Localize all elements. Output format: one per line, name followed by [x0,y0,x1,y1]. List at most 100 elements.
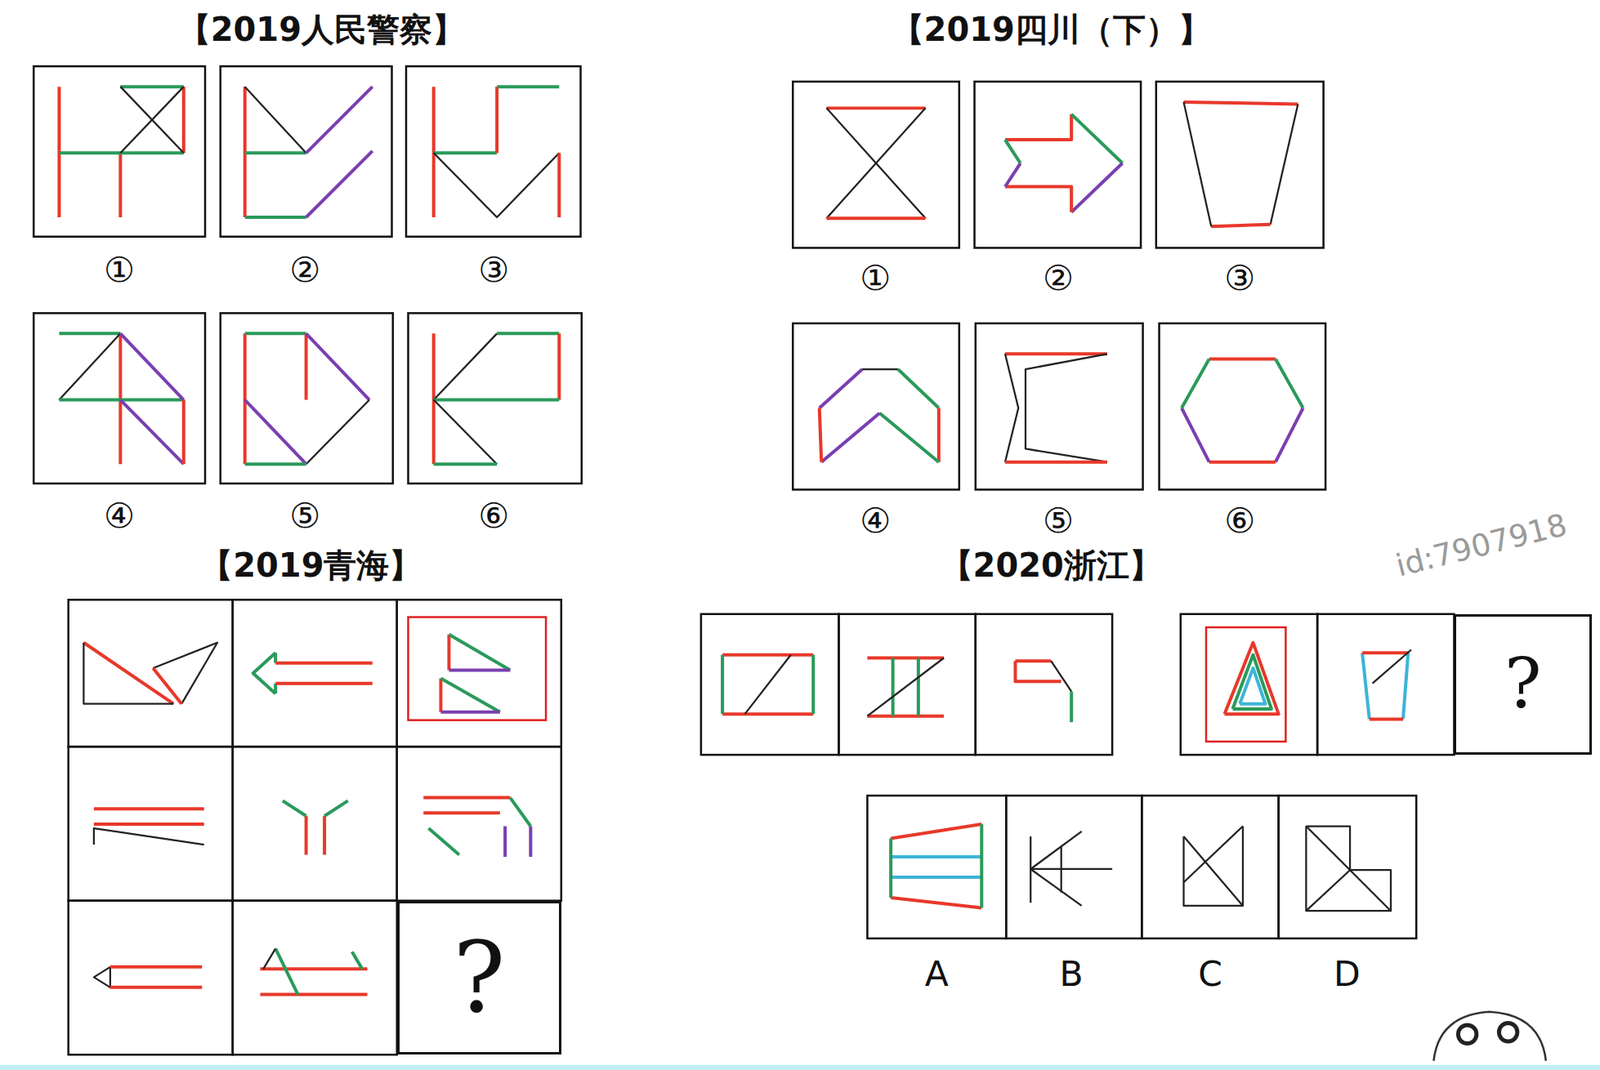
figure-stroke [93,807,205,811]
figure-stroke [889,839,893,899]
section-title: 【2019人民警察】 [178,13,465,47]
figure-stroke [275,682,373,686]
panel-frame [1005,795,1142,939]
figure-stroke [1030,868,1113,871]
figure-stroke [433,152,560,218]
figure-stroke [423,811,501,815]
figure-stroke [557,152,561,218]
mascot-eye [1498,1023,1517,1042]
figure-stroke [182,86,186,153]
figure-stroke [245,400,307,465]
panel-frame [33,66,206,237]
figure-stroke [1372,649,1412,684]
figure-stroke [495,86,499,153]
figure-stroke [1050,661,1072,692]
figure-stroke [811,655,815,715]
panel-frame [68,599,233,747]
figure-stroke [438,678,443,712]
option-label: ⑤ [1042,504,1074,539]
figure-stroke [1362,651,1408,655]
figure-stroke [916,657,921,716]
figure-stroke [1305,826,1391,912]
question-mark: ? [1504,649,1542,720]
figure-stroke [275,948,298,995]
figure-stroke [110,965,202,970]
figure-stroke [826,107,926,219]
figure-stroke [1209,357,1276,362]
figure-stroke [352,951,363,970]
figure-stroke [867,657,944,716]
figure-stroke [1005,353,1019,462]
bottom-bar [0,1065,1600,1070]
figure-stroke [433,462,497,466]
option-label: ③ [1224,261,1256,296]
figure-stroke [1211,224,1270,227]
figure-stroke [275,661,373,666]
figure-stroke [448,668,510,672]
answer-cell: ? [397,901,562,1056]
figure-stroke [879,413,939,463]
figure-stroke [1181,359,1210,409]
figure-stroke [83,643,174,705]
option-label: ① [859,261,891,296]
panel-frame [975,614,1113,756]
figure-stroke [821,413,880,463]
figure-stroke [557,333,561,400]
figure-stroke [826,107,926,219]
panel-frame [406,66,582,237]
figure-stroke [1184,102,1299,104]
figure-stroke [1224,643,1279,715]
figure-stroke [259,993,367,997]
panel-frame [1159,323,1327,491]
panel-frame [232,746,398,902]
figure-stroke [1014,659,1051,663]
figure-stroke [120,333,184,400]
figure-stroke [1014,661,1061,682]
figure-stroke [245,151,307,155]
figure-stroke [1030,831,1082,870]
figure-stroke [1005,139,1021,164]
figure-stroke [979,824,984,908]
mascot [1433,1012,1546,1062]
figure-stroke [423,796,510,800]
figure-stroke [306,151,373,218]
option-label: ④ [859,504,891,539]
figure-stroke [1071,114,1122,164]
figure-stroke [1270,103,1299,224]
figure-stroke [58,333,121,400]
panel-frame [232,901,398,1056]
watermark: id:7907918 [1393,509,1570,582]
figure-stroke [826,216,926,220]
figure-stroke [1184,836,1243,907]
figure-stroke [433,400,497,465]
figure-stroke [448,634,510,671]
figure-stroke [1239,668,1265,705]
figure-stroke [890,875,982,880]
panel-frame [1141,795,1279,939]
panel-frame [1317,614,1454,756]
figure-stroke [720,655,725,715]
figure-stroke [83,643,174,705]
figure-stroke [433,333,497,400]
panel-frame [792,81,960,249]
panel-frame [1278,795,1417,939]
highlight-box [407,617,546,721]
figure-stroke [259,967,367,971]
figure-stroke [862,368,899,371]
figure-stroke [93,822,205,827]
figure-stroke [1369,717,1404,721]
figure-stroke [1184,826,1243,884]
figure-stroke [306,333,370,400]
figure-stroke [1184,826,1243,907]
figure-stroke [118,152,122,218]
question-mark: ? [452,929,506,1028]
panel-frame [68,901,233,1056]
figure-stroke [440,710,500,715]
figure-stroke [253,652,276,694]
figure-stroke [1030,869,1082,907]
figure-stroke [1305,870,1350,912]
panel-frame [838,614,975,756]
figure-stroke [528,826,532,858]
section-title: 【2019四川（下）】 [891,13,1212,47]
